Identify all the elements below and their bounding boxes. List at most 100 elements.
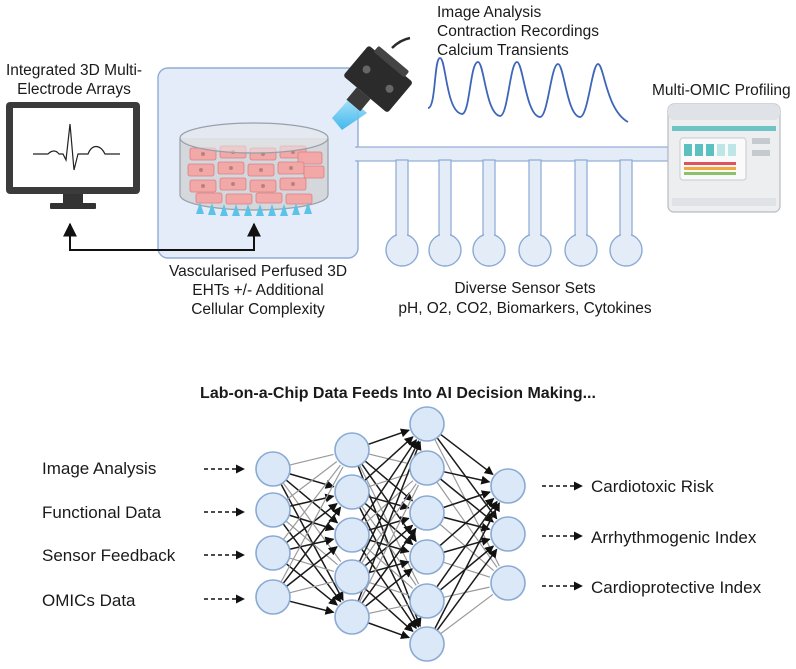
network-node [255,451,291,487]
network-edge [367,428,410,446]
sensor-stem [438,159,452,237]
network-edge [443,586,490,598]
network-edge [280,483,344,602]
network-edge [364,568,413,607]
network-node [490,468,526,504]
network-edge [289,557,334,573]
ai-section-title: Lab-on-a-Chip Data Feeds Into AI Decisio… [200,385,596,402]
network-node [409,450,445,486]
network-edge [368,604,409,615]
network-edge [364,436,414,482]
sensor-bulb [385,233,419,267]
network-edge [286,461,338,501]
mea-label-line-1: Integrated 3D Multi- [6,62,142,79]
network-node [490,516,526,552]
network-node [255,535,291,571]
input-label-image-analysis: Image Analysis [42,459,156,478]
imaging-camera-icon [332,36,412,130]
network-node [409,539,445,575]
input-label-functional-data: Functional Data [42,503,162,522]
input-labels: Image Analysis Functional Data Sensor Fe… [42,459,176,610]
sensor-bulb [472,233,506,267]
network-edge [436,500,498,588]
imaging-label-line-1: Image Analysis [437,4,541,21]
sensor-bulb [428,233,462,267]
sensor-bulb [564,233,598,267]
network-node [334,474,370,510]
network-node [409,406,445,442]
network-node [334,559,370,595]
perfusion-tubing [354,146,669,162]
output-label-cardiotoxic-risk: Cardiotoxic Risk [591,477,714,496]
network-node [409,583,445,619]
network-edge [434,502,500,630]
network-edge [361,527,417,604]
sensor-stem [619,159,633,237]
network-node [490,565,526,601]
eht-tissue-well-icon [179,122,329,216]
network-edge [436,548,498,631]
sensor-joint [576,228,586,238]
sensor-label: Diverse Sensor Sets pH, O2, CO2, Biomark… [398,280,651,317]
network-nodes [255,406,526,662]
network-node [334,599,370,635]
mea-label: Integrated 3D Multi- Electrode Arrays [6,62,142,98]
network-edge [282,506,342,584]
network-node [334,517,370,553]
network-edge [280,466,344,583]
sensor-label-line-2: pH, O2, CO2, Biomarkers, Cytokines [398,300,651,317]
network-node [409,495,445,531]
feedback-arrow [63,222,261,251]
network-edge [442,490,491,509]
network-node [255,579,291,615]
imaging-label: Image Analysis Contraction Recordings Ca… [437,4,599,59]
sensor-array [385,159,643,267]
mea-label-line-2: Electrode Arrays [17,81,131,98]
network-node [334,432,370,468]
network-edge [439,523,495,572]
output-label-arrhythmogenic-index: Arrhythmogenic Index [591,528,757,547]
network-edge [289,536,335,550]
sensor-stem [528,159,542,237]
network-edge [282,464,341,540]
imaging-label-line-2: Contraction Recordings [437,23,599,40]
network-edge [289,581,334,594]
network-edge [440,433,494,476]
network-connections [280,428,500,640]
imaging-label-line-3: Calcium Transients [437,42,569,59]
network-edge [289,600,335,615]
sensor-joint [440,228,450,238]
eht-label-line-3: Cellular Complexity [191,301,325,318]
network-edge [367,622,410,640]
sensor-joint [484,228,494,238]
network-edge [285,520,338,566]
network-edge [285,563,338,606]
network-edge [440,593,494,635]
sensor-joint [397,228,407,238]
sensor-label-line-1: Diverse Sensor Sets [454,280,596,297]
input-label-sensor-feedback: Sensor Feedback [42,546,176,565]
eht-label: Vascularised Perfused 3D EHTs +/- Additi… [169,263,347,318]
network-edge [443,561,491,578]
output-label-cardioprotective-index: Cardioprotective Index [591,578,762,597]
sensor-bulb [609,233,643,267]
mea-monitor-icon [6,102,140,209]
contraction-trace [427,57,629,123]
network-edge [360,438,417,522]
network-edge [289,453,334,466]
network-node [409,626,445,662]
network-edge [359,484,419,603]
sensor-stem [482,159,496,237]
input-label-omics-data: OMICs Data [42,591,136,610]
omic-instrument-icon [667,103,781,213]
sensor-stem [395,159,409,237]
output-labels: Cardiotoxic Risk Arrhythmogenic Index Ca… [591,477,762,597]
network-edge [282,523,342,603]
network-edge [364,524,414,567]
sensor-bulb [518,233,552,267]
network-edge [439,497,495,547]
network-edge [358,440,420,563]
eht-label-line-2: EHTs +/- Additional [192,282,323,299]
